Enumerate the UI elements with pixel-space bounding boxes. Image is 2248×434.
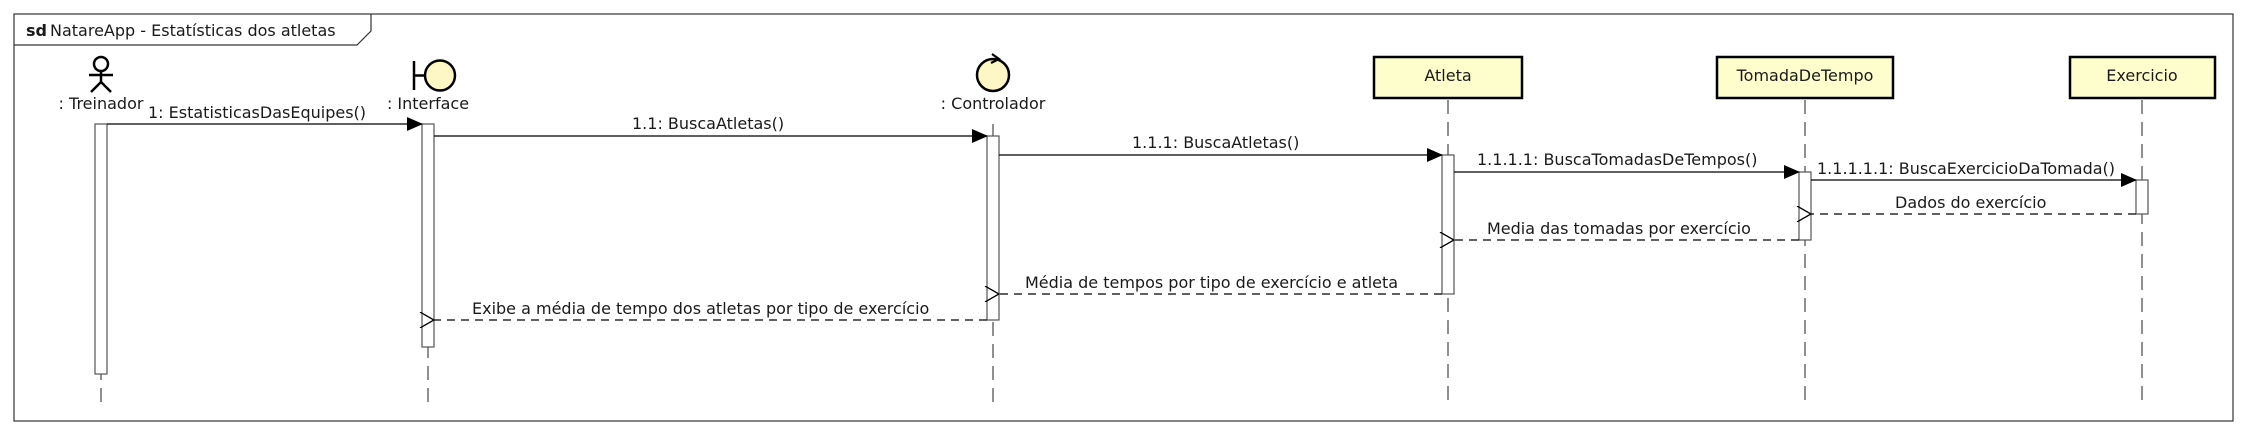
message-label-3: 1.1.1: BuscaAtletas()	[1132, 133, 1299, 152]
message-label-4: 1.1.1.1: BuscaTomadasDeTempos()	[1477, 150, 1757, 169]
participant-box-tomada	[1715, 55, 1895, 100]
participant-label-interface: : Interface	[387, 94, 469, 113]
frame-border	[13, 13, 2234, 422]
participant-label-atleta: Atleta	[1424, 66, 1471, 85]
activation-exercicio	[2135, 179, 2149, 215]
frame-title-tab	[14, 14, 372, 46]
participant-label-controlador: : Controlador	[941, 94, 1046, 113]
boundary-icon	[412, 59, 457, 92]
frame-keyword: sd	[26, 21, 47, 40]
participant-box-atleta	[1372, 55, 1524, 100]
message-label-7: Media das tomadas por exercício	[1487, 219, 1751, 238]
message-label-8: Média de tempos por tipo de exercício e …	[1025, 273, 1398, 292]
message-label-2: 1.1: BuscaAtletas()	[632, 114, 784, 133]
message-label-6: Dados do exercício	[1895, 193, 2046, 212]
participant-box-exercicio	[2068, 55, 2217, 100]
participant-label-exercicio: Exercicio	[2106, 66, 2177, 85]
frame-title: NatareApp - Estatísticas dos atletas	[50, 21, 336, 40]
activation-controlador	[986, 135, 1000, 321]
control-icon	[975, 53, 1011, 93]
activation-tomada	[1798, 171, 1812, 241]
participant-label-treinador: : Treinador	[59, 94, 144, 113]
participant-label-tomada: TomadaDeTempo	[1736, 66, 1874, 85]
message-label-1: 1: EstatisticasDasEquipes()	[148, 103, 366, 122]
activation-atleta	[1441, 154, 1455, 295]
actor-icon	[89, 55, 113, 93]
activation-treinador	[94, 123, 108, 375]
message-label-5: 1.1.1.1.1: BuscaExercicioDaTomada()	[1817, 159, 2115, 178]
message-label-9: Exibe a média de tempo dos atletas por t…	[472, 299, 929, 318]
activation-interface	[421, 123, 435, 348]
